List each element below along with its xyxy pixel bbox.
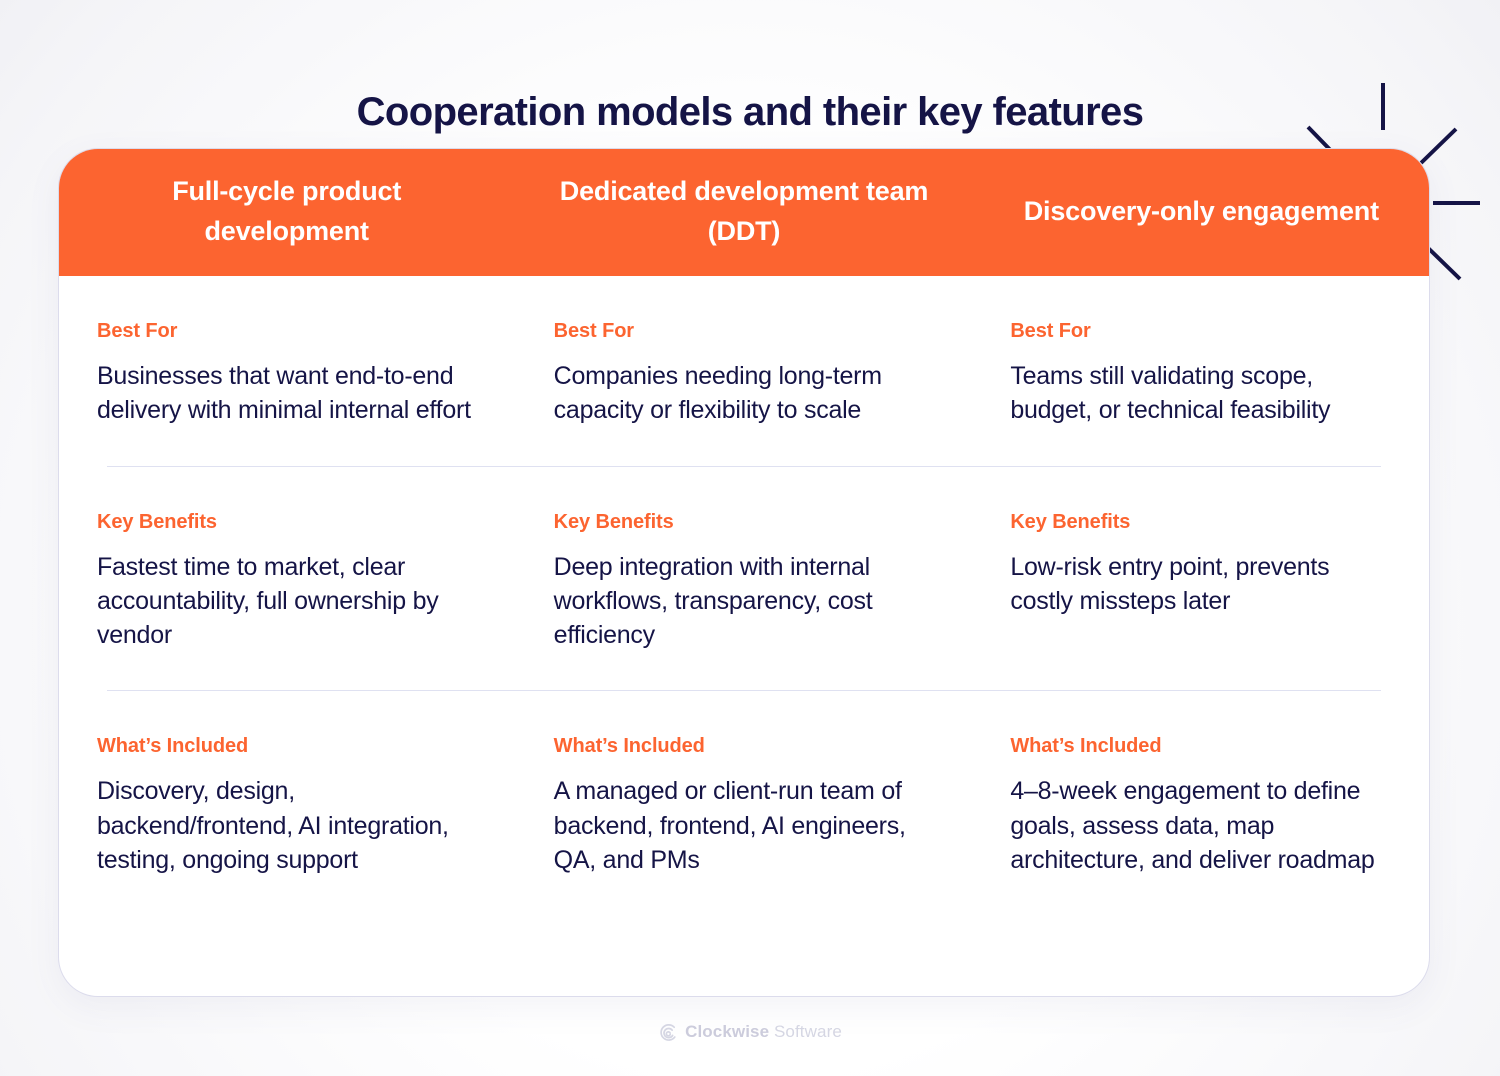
column-header-full-cycle: Full-cycle product development (172, 176, 402, 246)
cell-whats-included-dedicated-team: What’s Included A managed or client-run … (516, 691, 973, 907)
column-header-discovery-only: Discovery-only engagement (1023, 196, 1379, 227)
cell-text: Companies needing long-term capacity or … (553, 362, 882, 425)
table-row: What’s Included Discovery, design, backe… (59, 691, 1429, 907)
cell-best-for-discovery-only: Best For Teams still validating scope, b… (972, 276, 1429, 466)
row-divider (107, 465, 1381, 467)
table-header-row: Full-cycle product development Dedicated… (59, 149, 1429, 276)
cell-label: What’s Included (553, 735, 705, 758)
cell-best-for-dedicated-team: Best For Companies needing long-term cap… (516, 276, 973, 466)
cell-label: Key Benefits (97, 510, 217, 533)
table-body: Best For Businesses that want end-to-end… (59, 276, 1429, 907)
cell-key-benefits-full-cycle: Key Benefits Fastest time to market, cle… (59, 467, 516, 691)
cell-whats-included-full-cycle: What’s Included Discovery, design, backe… (59, 691, 516, 907)
footer-brand-text: Clockwise Software (685, 1022, 842, 1042)
cell-text: Businesses that want end-to-end delivery… (97, 362, 471, 425)
cell-whats-included-discovery-only: What’s Included 4–8-week engagement to d… (972, 691, 1429, 907)
cell-label: Best For (97, 320, 178, 342)
cell-label: Best For (553, 320, 634, 342)
cell-label: What’s Included (97, 735, 249, 758)
cell-text: 4–8-week engagement to define goals, ass… (1010, 777, 1375, 874)
footer-brand-light: Software (769, 1022, 842, 1041)
cell-label: Best For (1010, 320, 1091, 342)
cell-key-benefits-discovery-only: Key Benefits Low-risk entry point, preve… (972, 467, 1429, 691)
cell-text: Deep integration with internal workflows… (553, 552, 873, 650)
comparison-table-card: Full-cycle product development Dedicated… (58, 148, 1430, 997)
cell-text: Low-risk entry point, prevents costly mi… (1010, 552, 1330, 615)
cell-text: Fastest time to market, clear accountabi… (97, 552, 439, 650)
clockwise-spiral-icon (658, 1023, 677, 1042)
cell-label: What’s Included (1010, 735, 1162, 758)
cell-text: Teams still validating scope, budget, or… (1010, 362, 1331, 425)
cell-text: Discovery, design, backend/frontend, AI … (97, 777, 449, 874)
cell-label: Key Benefits (1010, 510, 1131, 533)
cell-best-for-full-cycle: Best For Businesses that want end-to-end… (59, 276, 516, 466)
footer-branding: Clockwise Software (0, 1022, 1500, 1042)
cell-label: Key Benefits (553, 510, 674, 533)
row-divider (107, 690, 1381, 692)
table-row: Best For Businesses that want end-to-end… (59, 276, 1429, 466)
cell-key-benefits-dedicated-team: Key Benefits Deep integration with inter… (516, 467, 973, 691)
page-title: Cooperation models and their key feature… (356, 89, 1144, 134)
cell-text: A managed or client-run team of backend,… (553, 777, 906, 874)
column-header-dedicated-team: Dedicated development team (DDT) (559, 176, 929, 246)
table-row: Key Benefits Fastest time to market, cle… (59, 467, 1429, 691)
footer-brand-strong: Clockwise (685, 1022, 770, 1041)
